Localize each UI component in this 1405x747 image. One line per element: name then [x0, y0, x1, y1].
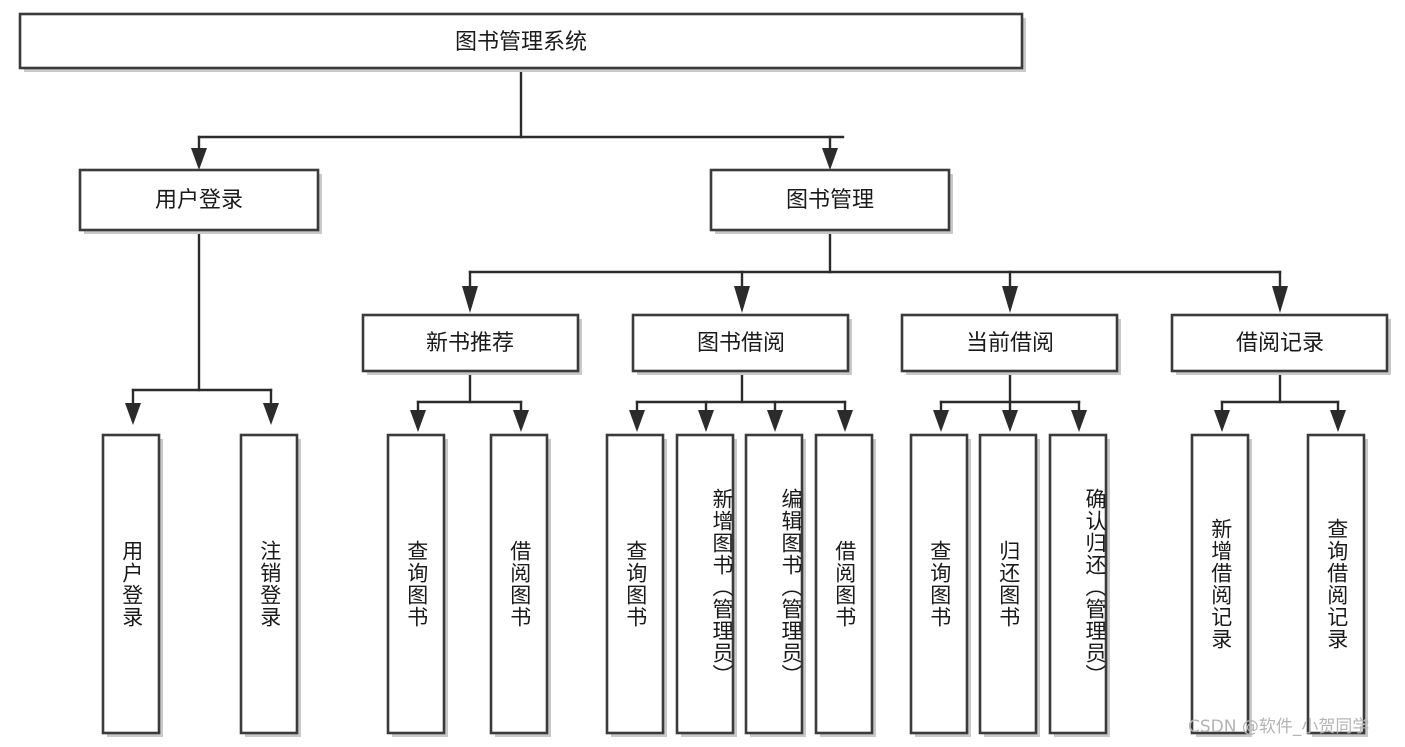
node-label: 图书借阅	[697, 331, 785, 356]
connector-userlogin-to-leaves	[125, 230, 279, 425]
node-current-borrow[interactable]: 当前借阅	[900, 313, 1121, 375]
leaf-node-query-book-current[interactable]	[909, 433, 971, 737]
leaf-node-query-book-newbook[interactable]	[386, 433, 448, 737]
leaf-node-query-borrow-record[interactable]	[1306, 433, 1368, 737]
leaf-node-edit-book-admin[interactable]	[744, 433, 806, 737]
node-book-borrow[interactable]: 图书借阅	[631, 313, 852, 375]
leaf-node-borrow-book[interactable]	[814, 433, 876, 737]
leaf-node-add-book-admin[interactable]	[675, 433, 737, 737]
node-label: 当前借阅	[966, 331, 1054, 356]
leaf-node-borrow-book-newbook[interactable]	[489, 433, 551, 737]
leaf-node-query-book-borrow[interactable]	[605, 433, 667, 737]
node-label: 图书管理系统	[455, 30, 587, 55]
node-label: 图书管理	[786, 188, 874, 213]
node-label: 新书推荐	[426, 331, 514, 356]
connector-borrowrecord-to-leaves	[1214, 373, 1346, 432]
connector-bookmgmt-to-level3	[462, 230, 1288, 313]
node-user-login[interactable]: 用户登录	[78, 168, 322, 234]
leaf-node-confirm-return-admin[interactable]	[1048, 433, 1110, 737]
leaf-node-add-borrow-record[interactable]	[1190, 433, 1252, 737]
node-new-book-recommendation[interactable]: 新书推荐	[361, 313, 582, 375]
node-book-management-system[interactable]: 图书管理系统	[18, 12, 1026, 72]
connector-root-to-level2	[191, 66, 845, 170]
node-label: 用户登录	[155, 188, 243, 213]
node-book-management[interactable]: 图书管理	[709, 168, 953, 234]
csdn-watermark: CSDN @软件_小贺同学	[1188, 717, 1370, 737]
node-borrow-record[interactable]: 借阅记录	[1170, 313, 1391, 375]
leaf-node-user-login[interactable]	[101, 433, 163, 737]
leaf-node-return-book[interactable]	[978, 433, 1040, 737]
node-label: 借阅记录	[1236, 331, 1324, 356]
connector-currentborrow-to-leaves	[933, 373, 1087, 432]
connector-newbook-to-leaves	[410, 373, 529, 432]
leaf-node-logout-login[interactable]	[239, 433, 301, 737]
connector-bookborrow-to-leaves	[629, 373, 853, 432]
